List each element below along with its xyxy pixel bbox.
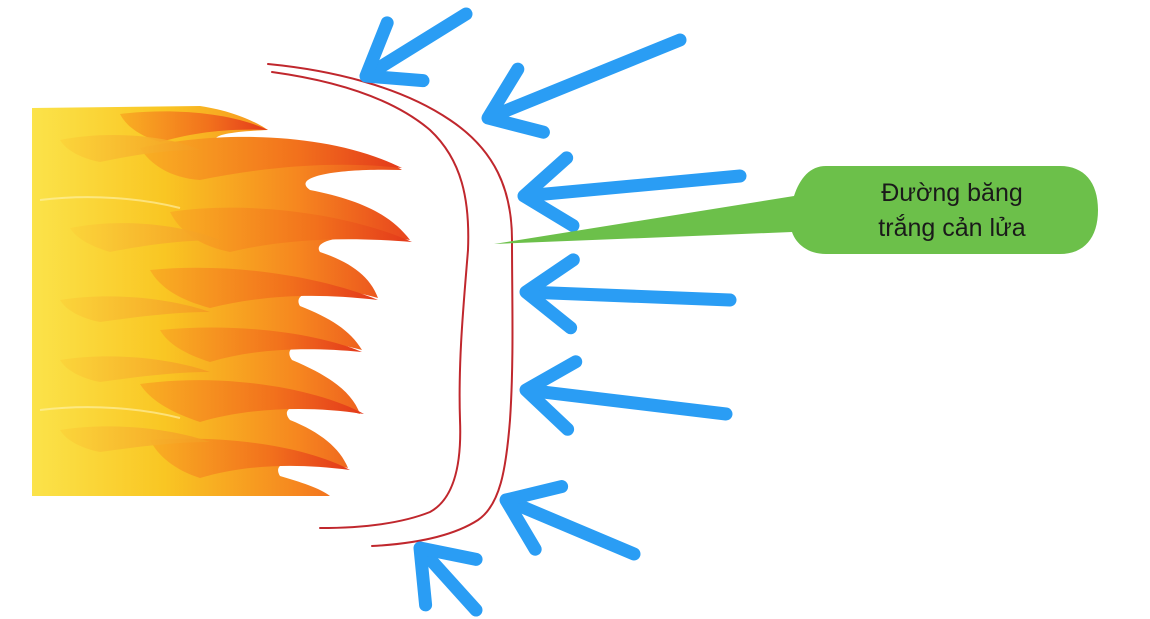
- arrow-icon: [506, 487, 634, 554]
- arrow-icon: [420, 548, 476, 610]
- firebreak-strip: [268, 64, 513, 546]
- arrow-shaft: [530, 176, 740, 195]
- arrow-shaft: [532, 391, 726, 414]
- arrow-icon: [526, 362, 726, 430]
- firebreak-outline-outer: [268, 64, 513, 546]
- callout-text-line2: trắng cản lửa: [878, 213, 1025, 242]
- arrow-shaft: [532, 292, 730, 300]
- arrow-icon: [526, 260, 730, 328]
- fire-icon: [32, 106, 412, 496]
- callout: Đường băng trắng cản lửa: [494, 166, 1098, 254]
- arrow-icon: [488, 40, 680, 132]
- callout-text-line1: Đường băng: [881, 179, 1023, 207]
- arrow-icon: [366, 14, 466, 81]
- arrow-shaft: [494, 40, 680, 116]
